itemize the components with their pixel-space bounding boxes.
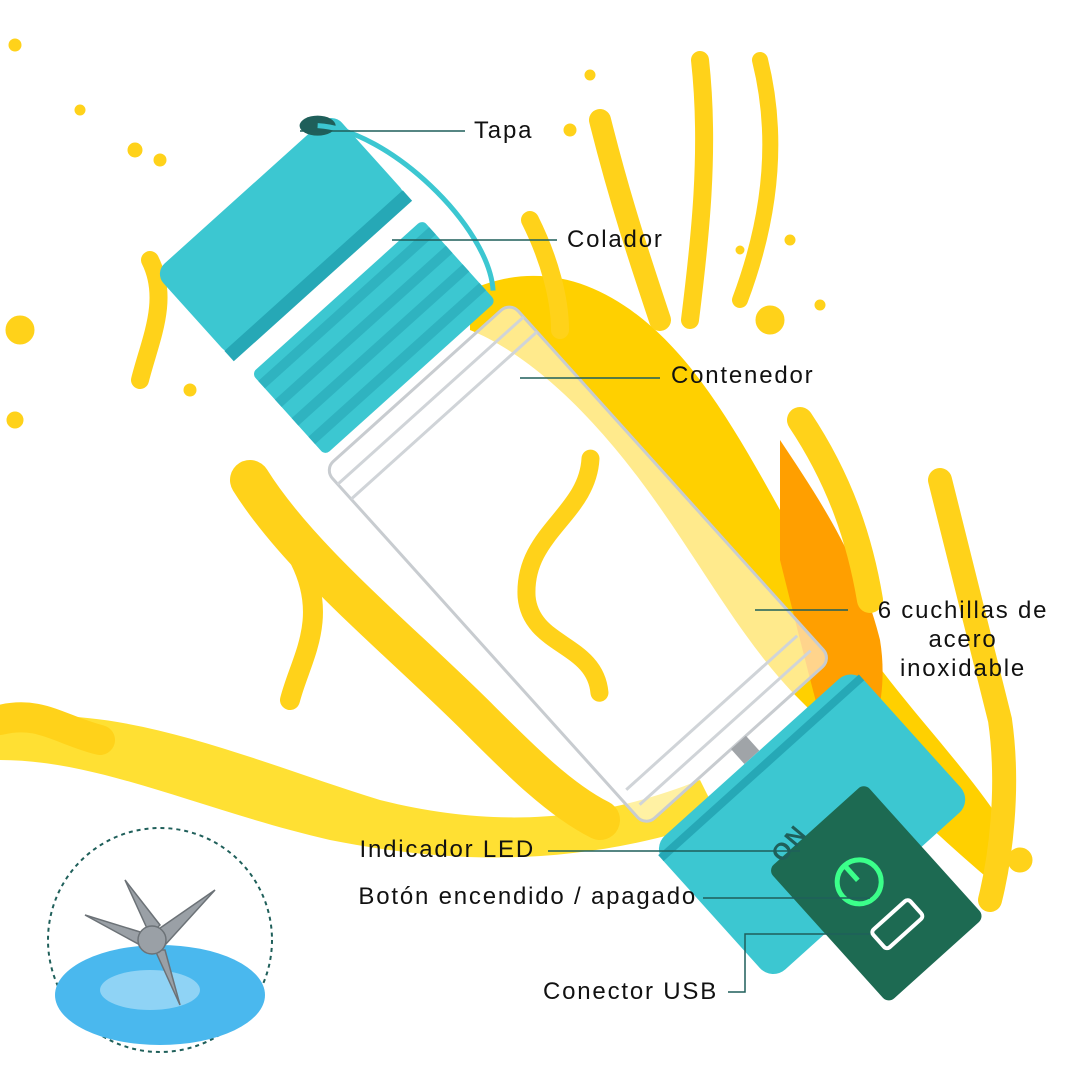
control-panel — [771, 786, 982, 1001]
label-blades-1: 6 cuchillas de — [877, 597, 1049, 624]
blade-icon — [84, 879, 216, 1006]
label-lid: Tapa — [474, 117, 534, 144]
usb-port-icon — [870, 898, 925, 951]
label-power: Botón encendido / apagado — [358, 883, 697, 910]
label-blades-3: inoxidable — [899, 655, 1027, 682]
motor-base — [658, 674, 966, 975]
container-part — [327, 305, 828, 823]
label-strainer: Colador — [567, 226, 664, 253]
label-led: Indicador LED — [359, 836, 535, 863]
label-container: Contenedor — [671, 362, 815, 389]
power-icon — [834, 857, 884, 907]
label-usb: Conector USB — [543, 978, 718, 1005]
blade-inset — [47, 827, 273, 1053]
strainer-part — [253, 222, 494, 453]
leader-lines — [300, 130, 870, 993]
label-blades-2: acero — [928, 626, 998, 653]
